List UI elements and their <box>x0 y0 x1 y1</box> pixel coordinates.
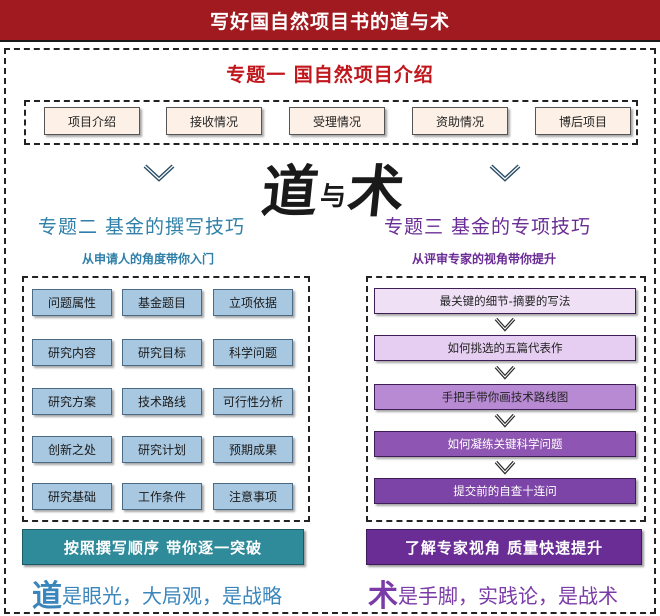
step-item[interactable]: 最关键的细节-摘要的写法 <box>374 288 636 314</box>
topic2-perspective: 从申请人的角度带你入门 <box>82 252 215 266</box>
tab-funding-status[interactable]: 资助情况 <box>412 107 508 135</box>
tab-project-intro[interactable]: 项目介绍 <box>44 107 140 135</box>
topic3-panel-frame <box>366 276 646 522</box>
topic2-motto: 道是眼光，大局观，是战略 <box>32 578 282 615</box>
topic3-motto: 术是手脚，实践论，是战术 <box>368 578 618 615</box>
chevron-down-icon <box>494 365 516 380</box>
grid-item[interactable]: 研究计划 <box>122 436 202 463</box>
step-item[interactable]: 如何挑选的五篇代表作 <box>374 335 636 361</box>
grid-item[interactable]: 研究内容 <box>32 339 112 366</box>
tab-acceptance-status[interactable]: 接收情况 <box>166 107 262 135</box>
grid-item[interactable]: 创新之处 <box>32 436 112 463</box>
step-item[interactable]: 如何凝练关键科学问题 <box>374 431 636 457</box>
topic3-perspective: 从评审专家的视角带你提升 <box>412 252 557 266</box>
grid-item[interactable]: 研究目标 <box>122 339 202 366</box>
tab-postdoc-project[interactable]: 博后项目 <box>535 107 631 135</box>
grid-item[interactable]: 可行性分析 <box>213 388 293 415</box>
calligraphy-char-yu: 与 <box>319 182 346 212</box>
grid-item[interactable]: 研究方案 <box>32 388 112 415</box>
motto-first-char: 术 <box>368 579 398 614</box>
grid-item[interactable]: 注意事项 <box>213 483 293 510</box>
topic3-title: 专题三 基金的专项技巧 <box>384 216 592 238</box>
grid-item[interactable]: 技术路线 <box>122 388 202 415</box>
grid-item[interactable]: 问题属性 <box>32 289 112 316</box>
calligraphy-brush: 道 与 术 <box>248 142 418 225</box>
grid-item[interactable]: 工作条件 <box>122 483 202 510</box>
motto-text: 是眼光，大局观，是战略 <box>62 584 282 608</box>
topic1-title: 专题一 国自然项目介绍 <box>226 64 434 86</box>
topic2-panel-frame <box>22 276 310 522</box>
outer-dashed-frame <box>4 48 656 614</box>
motto-first-char: 道 <box>32 579 62 614</box>
topic1-tabs-frame <box>24 100 638 145</box>
chevron-down-icon <box>494 413 516 428</box>
grid-item[interactable]: 预期成果 <box>213 436 293 463</box>
tab-processing-status[interactable]: 受理情况 <box>289 107 385 135</box>
grid-item[interactable]: 立项依据 <box>213 289 293 316</box>
chevron-down-icon <box>489 164 521 182</box>
topic2-title: 专题二 基金的撰写技巧 <box>38 216 246 238</box>
topic2-cta-button[interactable]: 按照撰写顺序 带你逐一突破 <box>22 529 304 565</box>
step-item[interactable]: 提交前的自查十连问 <box>374 478 636 504</box>
grid-item[interactable]: 科学问题 <box>213 339 293 366</box>
grid-item[interactable]: 研究基础 <box>32 483 112 510</box>
topic3-cta-button[interactable]: 了解专家视角 质量快速提升 <box>366 529 642 565</box>
page-title: 写好国自然项目书的道与术 <box>209 10 450 33</box>
title-bar: 写好国自然项目书的道与术 <box>0 0 660 42</box>
chevron-down-icon <box>143 164 175 182</box>
motto-text: 是手脚，实践论，是战术 <box>398 584 618 608</box>
chevron-down-icon <box>494 460 516 475</box>
step-item[interactable]: 手把手带你画技术路线图 <box>374 384 636 410</box>
calligraphy-char-dao: 道 <box>258 159 322 225</box>
chevron-down-icon <box>494 317 516 332</box>
grid-item[interactable]: 基金题目 <box>122 289 202 316</box>
